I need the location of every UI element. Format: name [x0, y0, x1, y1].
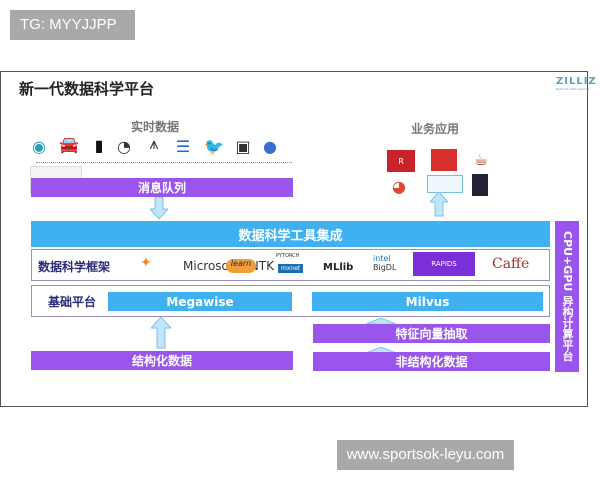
document-stack-icon: ▣ — [235, 136, 251, 156]
zilliz-logo: ZILLIZ — [556, 76, 597, 87]
rapids-logo: RAPIDS — [413, 252, 475, 276]
scala-icon — [431, 149, 457, 171]
message-queue-bar: 消息队列 — [31, 178, 293, 197]
tablet-icon — [472, 174, 488, 196]
vehicle-sensor-icon: 🚘 — [59, 134, 79, 154]
antenna-icon: ⩚ — [149, 134, 159, 153]
arrow-up-icon — [428, 191, 450, 218]
arrow-up-milvus-icon — [365, 313, 397, 329]
mxnet-logo: mxnet — [278, 264, 304, 273]
caffe-logo: Caffe — [492, 256, 530, 272]
arrow-down-icon — [148, 196, 170, 221]
framework-label: 数据科学框架 — [38, 260, 111, 274]
megawise-bar: Megawise — [108, 292, 292, 311]
base-platform-label: 基础平台 — [48, 295, 97, 309]
business-apps-label: 业务应用 — [411, 122, 460, 136]
slide-title: 新一代数据科学平台 — [19, 80, 155, 98]
zilliz-logo-sub: Network Data Science — [556, 87, 590, 91]
watermark-bottom: www.sportsok-leyu.com — [337, 440, 514, 470]
arrow-up-structured-icon — [149, 316, 173, 349]
tool-integration-bar: 数据科学工具集成 — [31, 221, 550, 247]
tensorflow-logo: ✦ — [140, 255, 152, 271]
feature-extraction-bar: 特征向量抽取 — [313, 324, 550, 343]
java-icon: ☕ — [473, 149, 489, 169]
realtime-data-label: 实时数据 — [131, 120, 180, 134]
sensor-icon: ◉ — [32, 136, 46, 156]
phone-icon: ▮ — [94, 135, 104, 155]
rails-icon: R — [387, 150, 415, 172]
dotted-divider — [36, 162, 292, 163]
database-icon: ☰ — [175, 136, 191, 156]
chrome-icon: ◕ — [392, 176, 406, 196]
cpu-gpu-platform-bar: CPU+GPU 异构计算平台 — [555, 221, 579, 372]
pytorch-logo: PYTORCH — [276, 253, 300, 259]
milvus-bar: Milvus — [312, 292, 543, 311]
sklearn-logo: learn — [226, 259, 256, 273]
globe-icon: ● — [263, 136, 277, 156]
chart-icon — [427, 175, 463, 193]
watermark-top: TG: MYYJJPP — [10, 10, 135, 40]
structured-data-bar: 结构化数据 — [31, 351, 293, 370]
arrow-up-feature-icon — [365, 342, 397, 358]
twitter-icon: 🐦 — [204, 136, 224, 156]
gauge-icon: ◔ — [117, 136, 131, 156]
spark-mllib-logo: MLlib — [323, 262, 354, 273]
unstructured-data-bar: 非结构化数据 — [313, 352, 550, 371]
